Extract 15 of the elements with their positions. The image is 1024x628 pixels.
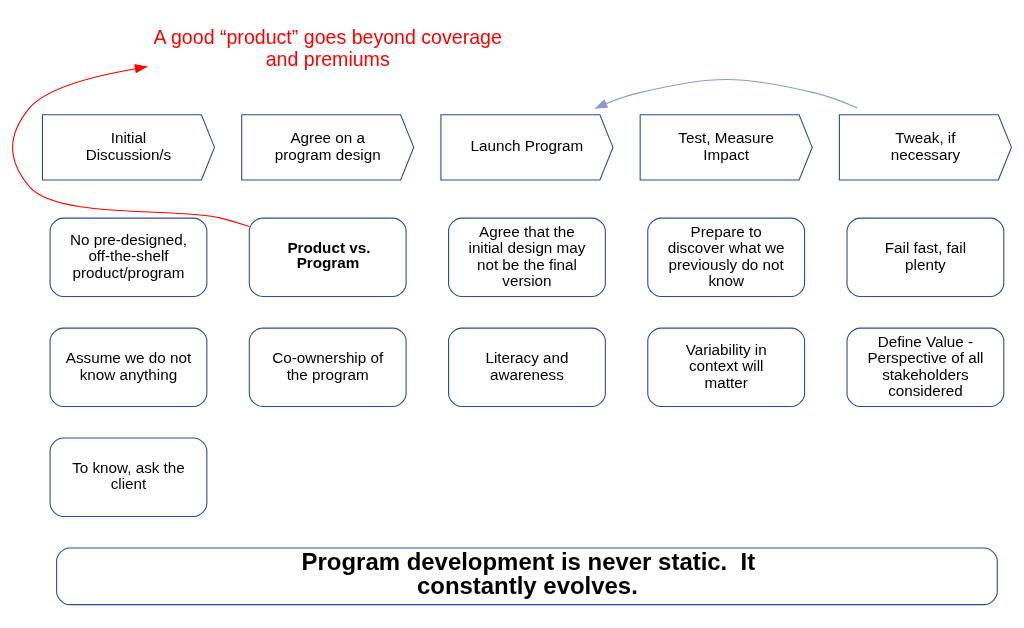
node-text: A good “product” goes beyond coverage and premiums <box>153 25 502 70</box>
node-box: Assume we do not know anything <box>49 327 208 407</box>
arrow <box>12 63 250 227</box>
node-box: Define Value - Perspective of all stakeholders considered <box>846 327 1005 407</box>
node-box: Literacy and awareness <box>448 327 606 407</box>
node-box: Program development is never static. It constantly evolves. <box>56 547 998 605</box>
node-box: No pre-designed, off-the-shelf product/program <box>49 217 208 297</box>
node-box: Prepare to discover what we previously do not know <box>647 217 806 297</box>
node-box: Co-ownership of the program <box>248 327 407 407</box>
node-box: Fail fast, fail plenty <box>846 217 1005 297</box>
arrow <box>594 78 858 109</box>
node-box: Variability in context will matter <box>647 327 806 407</box>
node-box: Agree that the initial design may not be the final version <box>448 217 606 297</box>
node-box: To know, ask the client <box>49 437 208 517</box>
node-box: Product vs. Program <box>248 217 407 297</box>
